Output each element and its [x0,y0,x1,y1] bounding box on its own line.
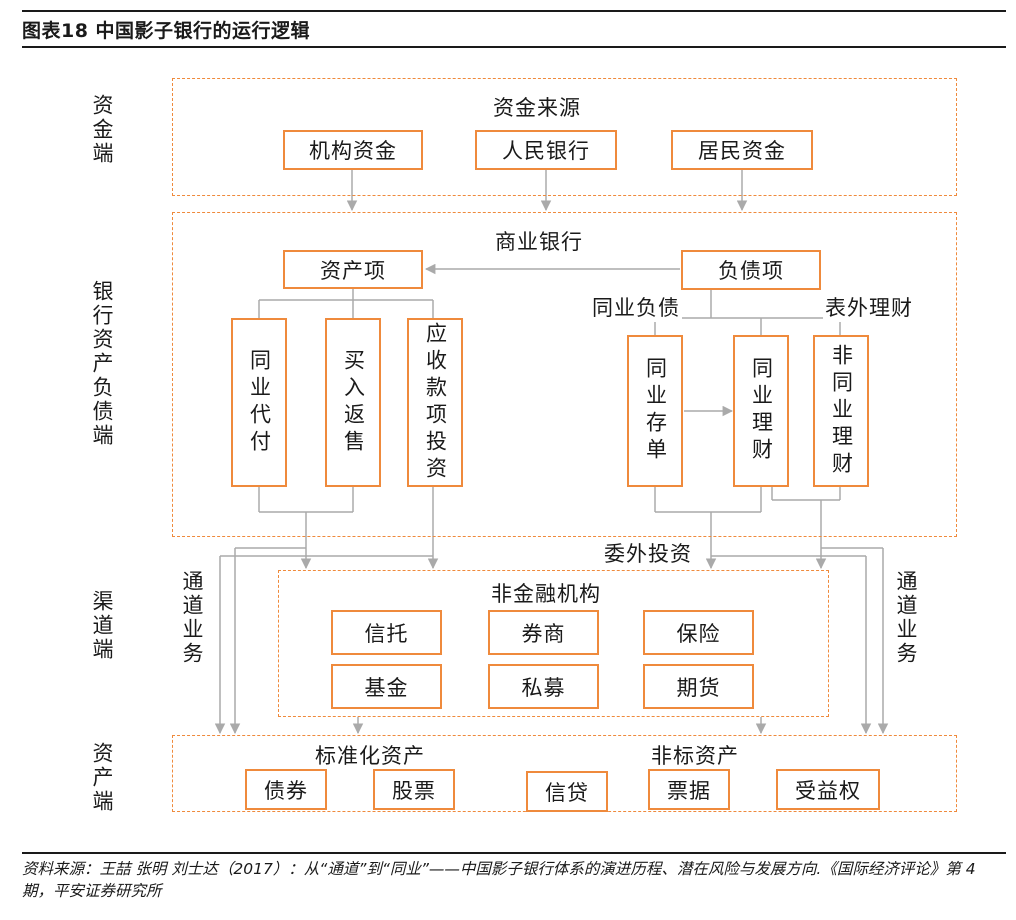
asset-type-receivables-investment: 应收款项投资 [407,318,463,487]
side-label-assets: 资产端 [90,742,114,814]
standard-assets-header: 标准化资产 [315,744,425,768]
funding-header: 资金来源 [493,96,581,120]
side-label-bank: 银行资产负债端 [90,280,114,448]
channel-business-label-left: 通道业务 [180,570,204,666]
bank-assets-item: 资产项 [283,250,423,289]
bank-header: 商业银行 [495,230,583,254]
institution-securities: 券商 [488,610,599,655]
off-balance-wealth-label: 表外理财 [823,292,915,322]
standard-asset-bonds: 债券 [245,769,327,810]
funding-item-institutional: 机构资金 [283,130,423,170]
footer-rule [22,852,1006,854]
interbank-liabilities-label: 同业负债 [590,292,682,322]
institution-insurance: 保险 [643,610,754,655]
channel-business-label-right: 通道业务 [894,570,918,666]
figure-title: 图表18 中国影子银行的运行逻辑 [22,20,311,42]
institution-trust: 信托 [331,610,442,655]
side-label-funding: 资金端 [90,94,114,166]
side-label-channel: 渠道端 [90,590,114,662]
asset-type-interbank-payment: 同业代付 [231,318,287,487]
standard-asset-stocks: 股票 [373,769,455,810]
institution-fund: 基金 [331,664,442,709]
nonstandard-asset-beneficiary-rights: 受益权 [776,769,880,810]
funding-region [172,78,957,196]
liability-type-noninterbank-wealth: 非同业理财 [813,335,869,487]
outsourced-investment-label: 委外投资 [601,538,695,568]
nonstandard-asset-credit: 信贷 [526,771,608,812]
funding-item-household: 居民资金 [671,130,813,170]
top-rule [22,10,1006,12]
title-rule [22,46,1006,48]
nonbank-header: 非金融机构 [491,582,601,606]
liability-type-interbank-wealth: 同业理财 [733,335,789,487]
institution-futures: 期货 [643,664,754,709]
funding-item-pboc: 人民银行 [475,130,617,170]
nonbank-region [278,570,829,717]
bank-region [172,212,957,537]
nonstandard-assets-header: 非标资产 [651,744,739,768]
source-note: 资料来源：王喆 张明 刘士达（2017）：从“通道”到“同业”——中国影子银行体… [22,860,976,900]
asset-type-reverse-repo: 买入返售 [325,318,381,487]
nonstandard-asset-bills: 票据 [648,769,730,810]
liability-type-interbank-cd: 同业存单 [627,335,683,487]
institution-private-equity: 私募 [488,664,599,709]
bank-liabilities-item: 负债项 [681,250,821,290]
